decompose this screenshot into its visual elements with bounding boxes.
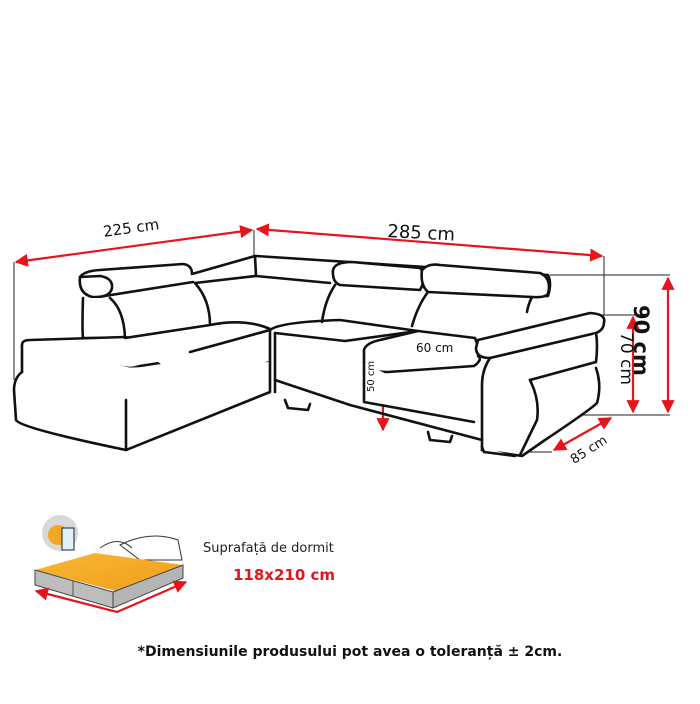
dimension-label-seat-height: 50 cm	[366, 360, 377, 392]
dimension-label-right-length: 285 cm	[386, 221, 456, 246]
sleeping-surface-icon	[34, 515, 188, 614]
dimension-label-armrest-height: 70 cm	[616, 332, 636, 385]
dimension-label-seat-depth: 60 cm	[416, 341, 454, 355]
sleeping-surface-size: 118x210 cm	[233, 566, 336, 584]
sleeping-surface-label: Suprafață de dormit	[203, 541, 334, 556]
tolerance-note: *Dimensiunile produsului pot avea o tole…	[137, 644, 563, 660]
sofa-outline	[12, 254, 606, 458]
